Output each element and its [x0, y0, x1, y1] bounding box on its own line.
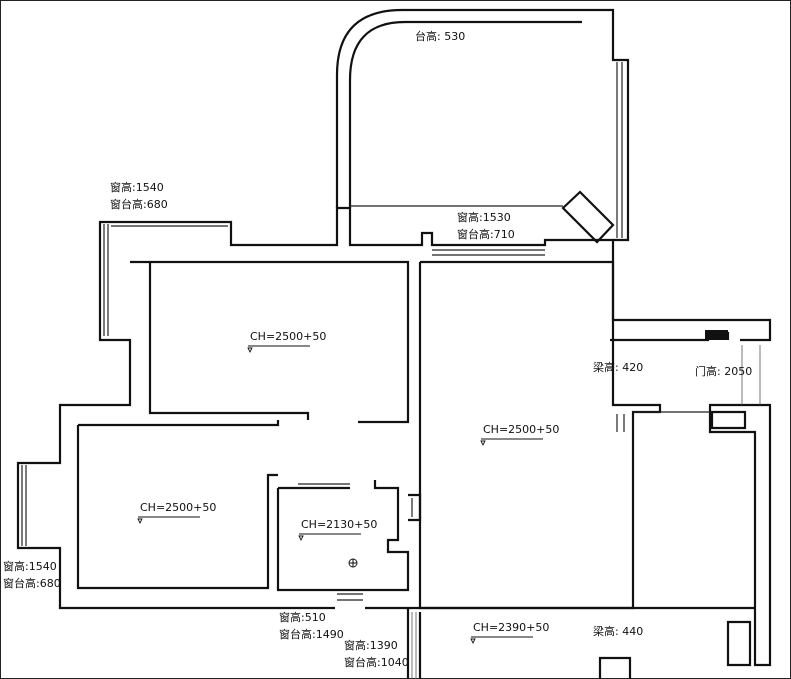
balcony-outer-wall: [335, 8, 582, 208]
west-outer-wall: [16, 425, 420, 610]
balcony-east-wall: [582, 8, 630, 242]
window-s-height: 窗高:1390: [344, 638, 398, 652]
bath-ceiling-label: CH=2130+50: [301, 518, 377, 531]
window-w-sill: 窗台高:680: [3, 576, 61, 590]
column-block: [705, 330, 728, 340]
beam-height-1: 梁高: 420: [593, 360, 643, 374]
east-small-box: [710, 410, 747, 430]
room-w-ceiling-marker: [137, 518, 143, 525]
balcony-corner-pillar: [561, 190, 615, 244]
room-s-ceiling-label: CH=2390+50: [473, 621, 549, 634]
room-c-ceiling-marker: [480, 440, 486, 447]
south-room-walls: [406, 606, 755, 679]
bath-ceiling-marker: [298, 535, 304, 542]
room-nw-ceiling-marker: [247, 347, 253, 354]
window-n-height: 窗高:1530: [457, 210, 511, 224]
window-nw-height: 窗高:1540: [110, 180, 164, 194]
bath-duct: [408, 493, 422, 522]
bathroom-walls: [276, 480, 410, 592]
door-height-label: 门高: 2050: [695, 364, 752, 378]
room-s-ceiling-marker: [470, 638, 476, 645]
east-room-walls: [708, 403, 772, 667]
nw-window-bay: [58, 220, 132, 425]
window-n-sill: 窗台高:710: [457, 227, 515, 241]
south-step: [598, 656, 632, 679]
beam-height-2: 梁高: 440: [593, 624, 643, 638]
window-nw-sill: 窗台高:680: [110, 197, 168, 211]
window-s-sill: 窗台高:1040: [344, 655, 409, 669]
window-w-height: 窗高:1540: [3, 559, 57, 573]
room-w-walls: [76, 420, 280, 590]
window-bath-height: 窗高:510: [279, 610, 326, 624]
room-w-ceiling-label: CH=2500+50: [140, 501, 216, 514]
window-bath-sill: 窗台高:1490: [279, 627, 344, 641]
room-nw-ceiling-label: CH=2500+50: [250, 330, 326, 343]
room-nw-walls: [148, 260, 410, 424]
north-wall: [111, 206, 772, 342]
balcony-inner-wall: [348, 20, 582, 208]
balcony-sill-label: 台高: 530: [415, 29, 465, 43]
room-c-ceiling-label: CH=2500+50: [483, 423, 559, 436]
south-east-box: [726, 620, 752, 667]
